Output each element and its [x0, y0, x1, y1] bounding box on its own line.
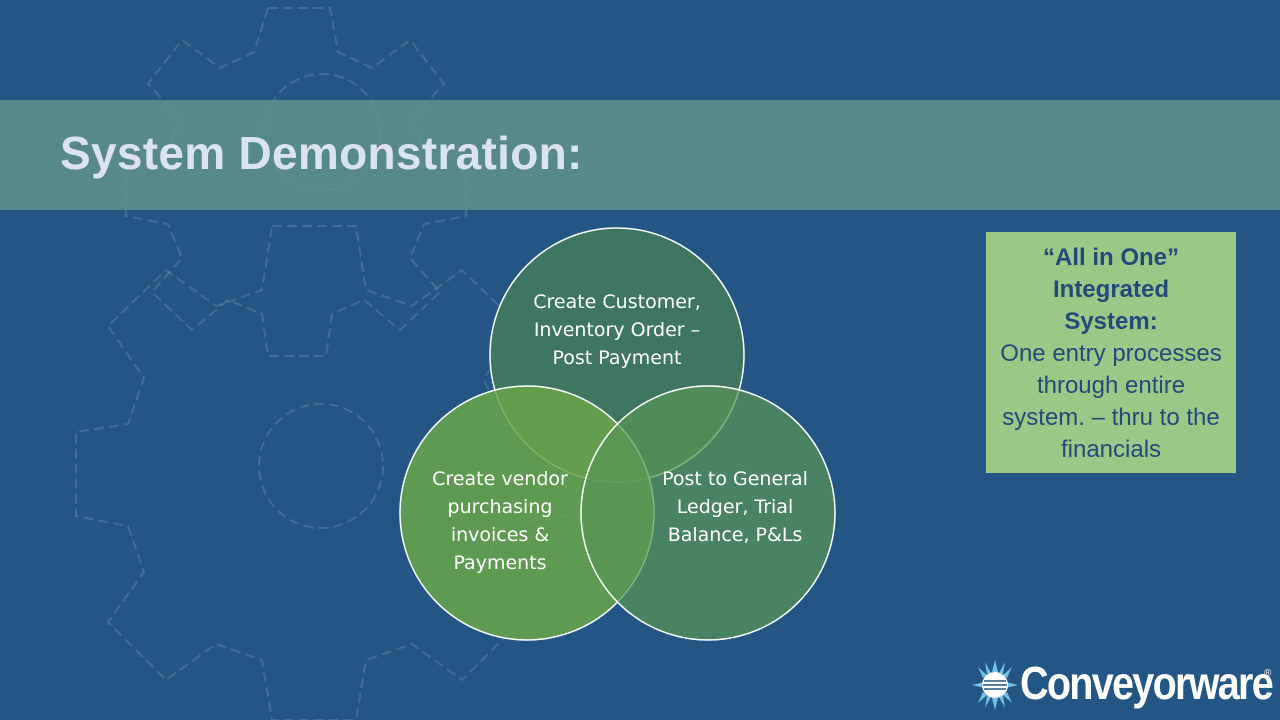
registered-mark: ® — [1264, 668, 1272, 679]
circle-label-vendor: Create vendor purchasing invoices & Paym… — [432, 468, 568, 574]
conveyorware-logo: Conveyorware ® — [972, 657, 1274, 710]
globe-sunburst-icon — [972, 660, 1018, 710]
circle-ledger — [580, 385, 836, 641]
callout-body: One entry processes through entire syste… — [1000, 340, 1222, 463]
circle-label-customer: Create Customer, Inventory Order – Post … — [533, 291, 701, 369]
integrated-system-callout: “All in One” Integrated System: One entr… — [986, 232, 1236, 473]
large-gear-hub — [258, 403, 384, 529]
circle-label-ledger: Post to General Ledger, Trial Balance, P… — [662, 468, 808, 546]
callout-heading: “All in One” Integrated System: — [1042, 244, 1179, 335]
page-title: System Demonstration: — [60, 127, 583, 179]
title-band — [0, 100, 1280, 210]
brand-name: Conveyorware — [1020, 657, 1274, 709]
